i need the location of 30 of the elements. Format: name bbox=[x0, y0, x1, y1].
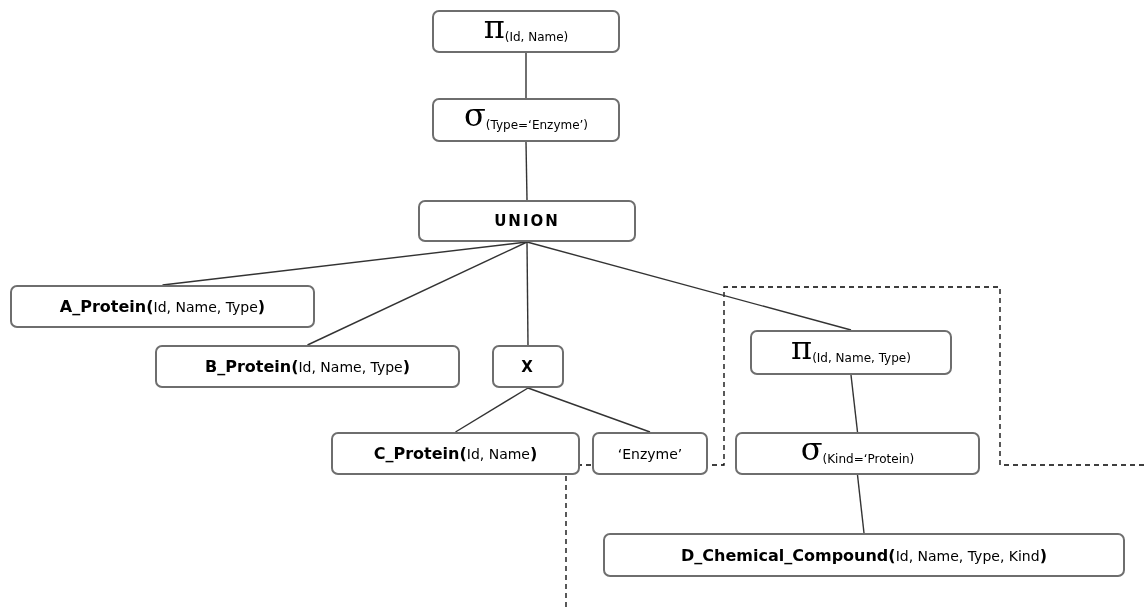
node-label: D_Chemical_Compound(Id, Name, Type, Kind) bbox=[681, 545, 1047, 565]
connector-line bbox=[526, 241, 529, 346]
operator-expression: π$_{(Id, Name, Type)}$ bbox=[791, 329, 911, 369]
node-label: C_Protein(Id, Name) bbox=[373, 444, 538, 463]
relation-box bbox=[592, 432, 708, 475]
operator-box bbox=[492, 345, 564, 388]
connector-line bbox=[856, 474, 865, 534]
operator-box bbox=[750, 330, 952, 375]
node-label: B_Protein(Id, Name, Type) bbox=[204, 357, 411, 376]
connector-line bbox=[454, 387, 529, 433]
operator-box bbox=[735, 432, 980, 475]
connector-line bbox=[527, 387, 651, 433]
node-label: A_Protein(Id, Name, Type) bbox=[59, 297, 266, 316]
operator-expression: π$_{(Id, Name)}$ bbox=[483, 8, 569, 48]
node-label: ‘Enzyme’ bbox=[617, 445, 683, 462]
connector-line bbox=[525, 52, 527, 99]
operator-box bbox=[418, 200, 636, 242]
node-label: UNION bbox=[494, 212, 560, 230]
relation-box bbox=[331, 432, 580, 475]
relation-box bbox=[155, 345, 460, 388]
operator-box bbox=[432, 10, 620, 53]
node-label: X bbox=[521, 357, 535, 376]
connector-line bbox=[525, 141, 528, 201]
connector-line bbox=[850, 374, 859, 433]
relation-box bbox=[10, 285, 315, 328]
relation-box bbox=[603, 533, 1125, 577]
operator-expression: σ$_{(Type=‘Enzyme’)}$ bbox=[463, 97, 589, 136]
connector-line bbox=[526, 241, 852, 331]
operator-expression: σ$_{(Kind=‘Protein)}$ bbox=[800, 430, 915, 470]
operator-box bbox=[432, 98, 620, 142]
